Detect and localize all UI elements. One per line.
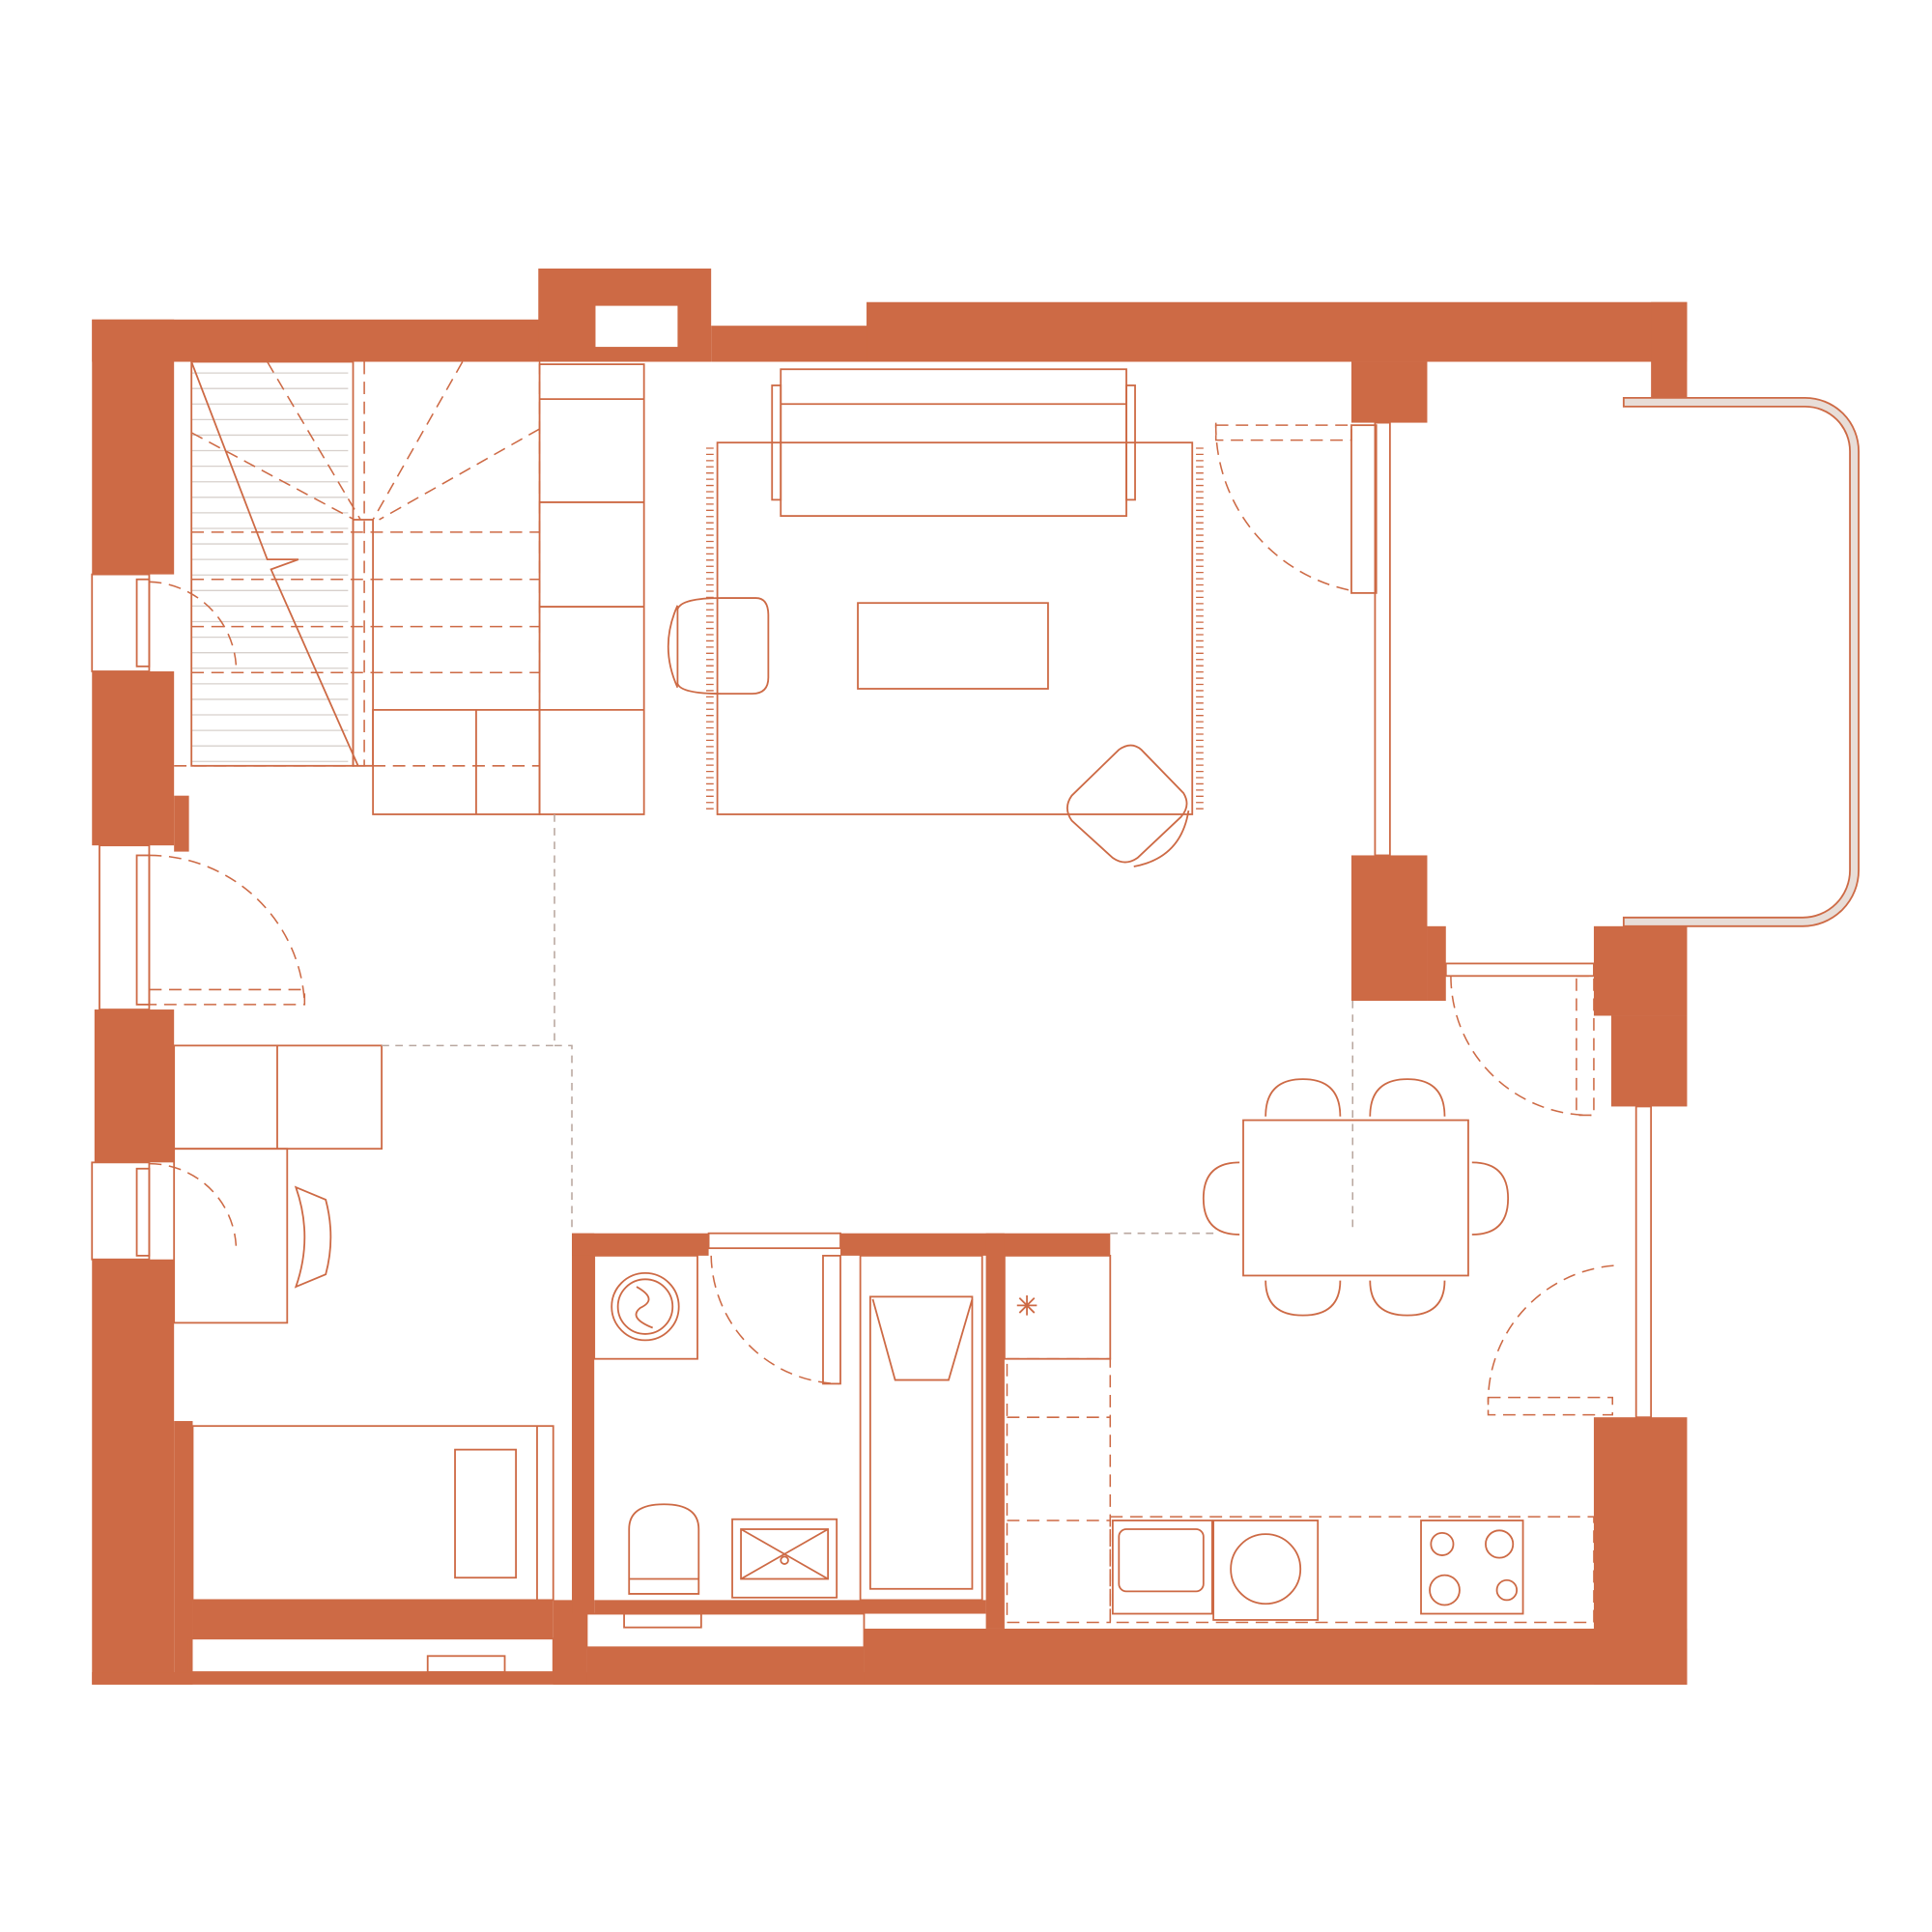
doors <box>148 422 1614 1416</box>
balcony <box>1622 396 1860 927</box>
washing-machine <box>593 1254 698 1360</box>
staircase <box>174 360 541 767</box>
toilet <box>628 1503 700 1595</box>
desk <box>173 1148 289 1324</box>
bathtub <box>859 1254 983 1602</box>
desk-chair <box>294 1185 332 1289</box>
rug <box>716 441 1194 815</box>
windows <box>91 421 1653 1673</box>
dining-table <box>1242 1119 1469 1277</box>
sink <box>731 1518 838 1599</box>
bathroom-fixtures <box>593 1254 983 1602</box>
bed <box>191 1425 554 1602</box>
study-bedroom-furniture <box>173 813 1354 1602</box>
walls <box>92 268 1688 1685</box>
kitchen-fixtures <box>1003 1078 1595 1624</box>
armchair <box>676 597 770 696</box>
cooktop <box>1420 1520 1524 1615</box>
living-furniture <box>372 363 1204 867</box>
coffee-table <box>857 602 1049 690</box>
